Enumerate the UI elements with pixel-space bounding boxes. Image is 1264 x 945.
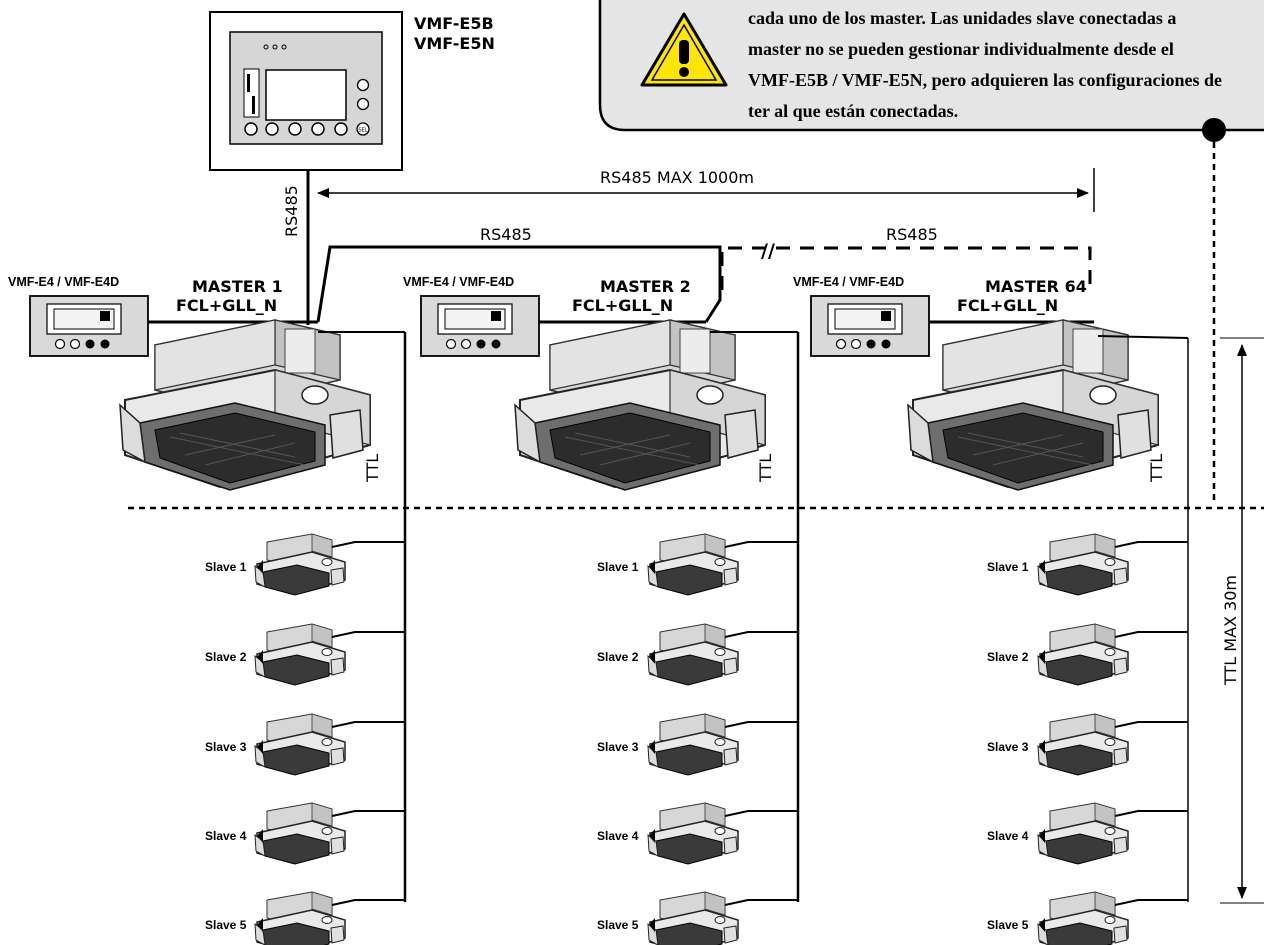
slave-wire <box>1115 900 1188 905</box>
slave-unit <box>648 892 738 945</box>
slave-wire <box>332 632 405 637</box>
rs485-max-label: RS485 MAX 1000m <box>600 168 754 187</box>
master-unit-64 <box>908 320 1158 490</box>
main-panel-model-a: VMF-E5B <box>414 14 494 33</box>
slave-wire <box>725 632 798 637</box>
warning-line-4: ter al que están conectadas. <box>748 101 958 121</box>
slave-unit <box>1038 803 1128 864</box>
slave-wire <box>725 900 798 905</box>
main-panel-vmf-e5: SEL <box>210 12 402 170</box>
slave-label: Slave 5 <box>987 918 1029 932</box>
warning-callout: cada uno de los master. Las unidades sla… <box>600 0 1264 130</box>
slave-column-1: Slave 1 Slave 2 Slave 3 Slave 4 Slave 5 <box>205 534 405 945</box>
controller-label-1: VMF-E4 / VMF-E4D <box>8 275 119 289</box>
ttl-label-64: TTL <box>1147 454 1166 483</box>
controller-panel-1 <box>30 296 148 356</box>
ttl-label-2: TTL <box>756 454 775 483</box>
slave-unit <box>648 624 738 685</box>
master-group-1: VMF-E4 / VMF-E4D MASTER 1 FCL+GLL_N TTL <box>8 275 405 902</box>
slave-label: Slave 4 <box>597 829 639 843</box>
slave-label: Slave 2 <box>987 650 1029 664</box>
controller-panel-64 <box>811 296 929 356</box>
slave-unit <box>255 892 345 945</box>
slave-unit <box>1038 534 1128 595</box>
master-title-1: MASTER 1 <box>192 277 283 296</box>
slave-wire <box>332 811 405 816</box>
master-title-64: MASTER 64 <box>985 277 1087 296</box>
slave-label: Slave 5 <box>597 918 639 932</box>
slave-unit <box>648 803 738 864</box>
warning-line-1: cada uno de los master. Las unidades sla… <box>748 8 1176 28</box>
slave-label: Slave 4 <box>987 829 1029 843</box>
slave-wire <box>332 900 405 905</box>
slave-unit <box>255 534 345 595</box>
rs485-label-1: RS485 <box>480 225 532 244</box>
slave-label: Slave 1 <box>987 560 1029 574</box>
rs485-label-2: RS485 <box>886 225 938 244</box>
slave-unit <box>1038 892 1128 945</box>
slave-unit <box>1038 714 1128 775</box>
break-mark: // <box>761 240 775 262</box>
slave-column-2: Slave 1 Slave 2 Slave 3 Slave 4 Slave 5 <box>597 534 798 945</box>
slave-wire <box>725 811 798 816</box>
up-arrow-icon <box>358 80 369 91</box>
slave-label: Slave 3 <box>987 740 1029 754</box>
slave-unit <box>648 534 738 595</box>
main-panel-model-b: VMF-E5N <box>414 34 495 53</box>
master-model-1: FCL+GLL_N <box>176 296 277 315</box>
slave-wire <box>332 542 405 547</box>
controller-label-64: VMF-E4 / VMF-E4D <box>793 275 904 289</box>
slave-label: Slave 1 <box>597 560 639 574</box>
warning-line-3: VMF-E5B / VMF-E5N, pero adquieren las co… <box>748 70 1222 90</box>
slave-unit <box>648 714 738 775</box>
slave-wire <box>332 722 405 727</box>
sel-button-label: SEL <box>358 128 367 134</box>
slave-label: Slave 5 <box>205 918 247 932</box>
master-title-2: MASTER 2 <box>600 277 691 296</box>
dimension-label: TTL MAX 30m <box>1221 575 1240 686</box>
down-arrow-icon <box>358 99 369 110</box>
master-group-2: VMF-E4 / VMF-E4D MASTER 2 FCL+GLL_N TTL <box>403 275 798 902</box>
slave-wire <box>1115 632 1188 637</box>
slave-column-3: Slave 1 Slave 2 Slave 3 Slave 4 Slave 5 <box>987 534 1188 945</box>
rs485-vertical-label: RS485 <box>282 185 301 237</box>
slave-label: Slave 3 <box>597 740 639 754</box>
slave-unit <box>1038 624 1128 685</box>
slave-unit <box>255 803 345 864</box>
slave-wire <box>725 722 798 727</box>
slave-wire <box>1115 722 1188 727</box>
master-unit-2 <box>515 320 765 490</box>
slave-label: Slave 2 <box>597 650 639 664</box>
slave-label: Slave 4 <box>205 829 247 843</box>
controller-panel-2 <box>421 296 539 356</box>
master-group-64: VMF-E4 / VMF-E4D MASTER 64 FCL+GLL_N TTL <box>793 275 1188 902</box>
slave-label: Slave 3 <box>205 740 247 754</box>
slave-unit <box>255 624 345 685</box>
controller-label-2: VMF-E4 / VMF-E4D <box>403 275 514 289</box>
slave-unit <box>255 714 345 775</box>
master-unit-1 <box>120 320 370 490</box>
power-icon <box>245 123 257 135</box>
slave-wire <box>1115 542 1188 547</box>
slave-wire <box>1115 811 1188 816</box>
warning-line-2: master no se pueden gestionar individual… <box>748 39 1174 59</box>
ttl-label-1: TTL <box>363 454 382 483</box>
master-model-2: FCL+GLL_N <box>572 296 673 315</box>
slave-label: Slave 2 <box>205 650 247 664</box>
slave-wire <box>725 542 798 547</box>
slave-label: Slave 1 <box>205 560 247 574</box>
master-model-64: FCL+GLL_N <box>957 296 1058 315</box>
